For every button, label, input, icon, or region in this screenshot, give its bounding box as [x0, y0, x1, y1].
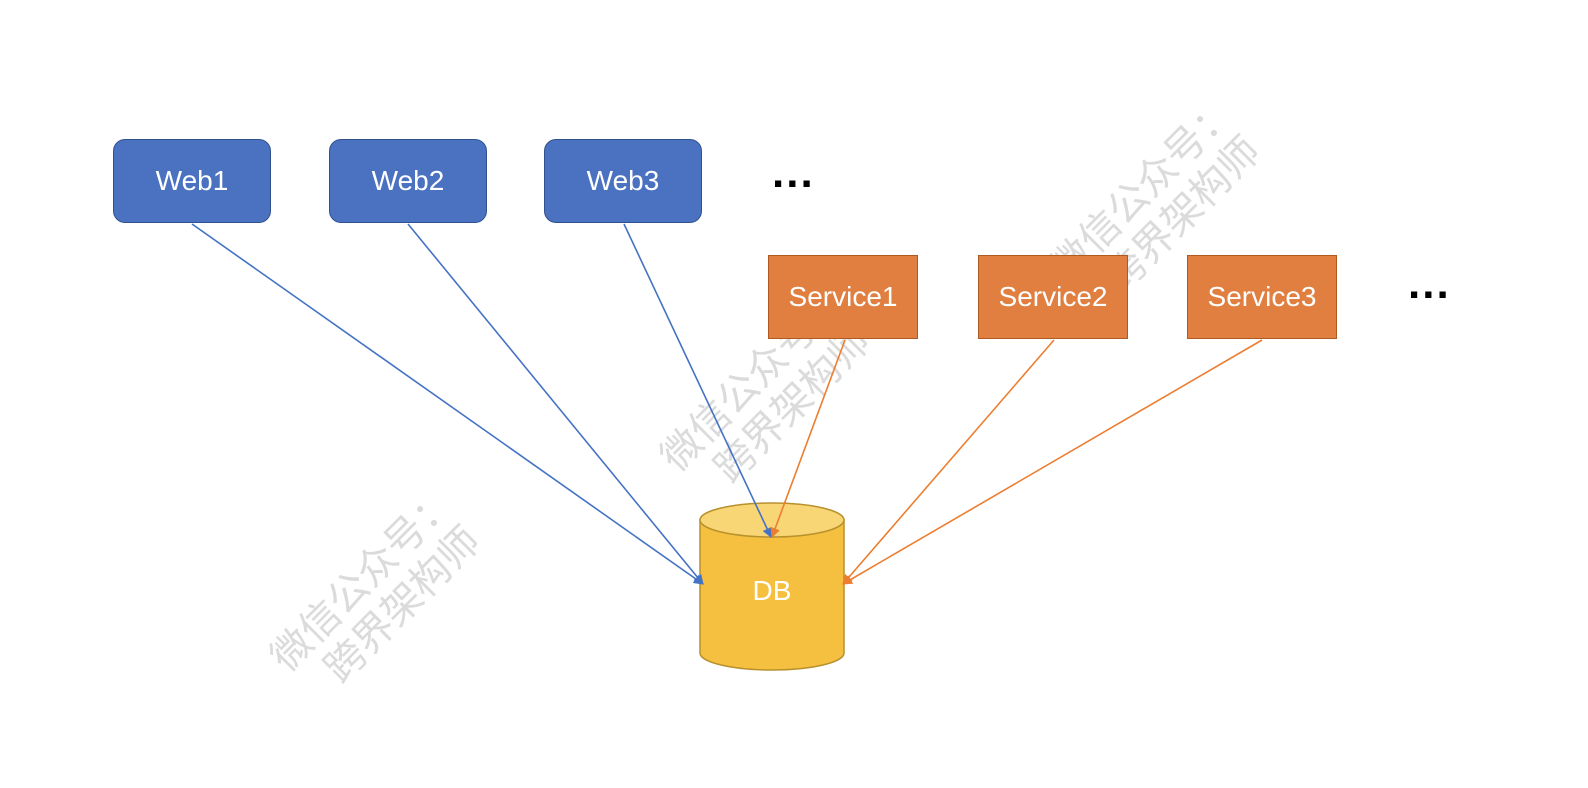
web-node-2[interactable]: Web2 — [329, 139, 487, 223]
edge-service3-db — [842, 339, 1263, 585]
web-node-1[interactable]: Web1 — [113, 139, 271, 223]
web-node-3[interactable]: Web3 — [544, 139, 702, 223]
db-label: DB — [752, 575, 792, 606]
service-node-label: Service2 — [998, 281, 1108, 312]
db-body — [699, 519, 845, 671]
edge-service2-db — [842, 339, 1055, 585]
service-node-1[interactable]: Service1 — [768, 255, 918, 339]
web-ellipsis: ... — [772, 148, 815, 197]
service-node-label: Service3 — [1207, 281, 1317, 312]
edge-web1-db — [191, 223, 704, 585]
web-node-label: Web1 — [155, 165, 229, 196]
edge-web3-db — [623, 223, 772, 538]
web-node-label: Web2 — [371, 165, 445, 196]
service-ellipsis: ... — [1408, 259, 1451, 308]
database-cylinder — [699, 502, 845, 671]
service-node-label: Service1 — [788, 281, 898, 312]
service-node-2[interactable]: Service2 — [978, 255, 1128, 339]
db-top — [699, 502, 845, 538]
web-node-label: Web3 — [586, 165, 660, 196]
edge-web2-db — [407, 223, 704, 585]
edge-service1-db — [770, 339, 846, 538]
service-node-3[interactable]: Service3 — [1187, 255, 1337, 339]
